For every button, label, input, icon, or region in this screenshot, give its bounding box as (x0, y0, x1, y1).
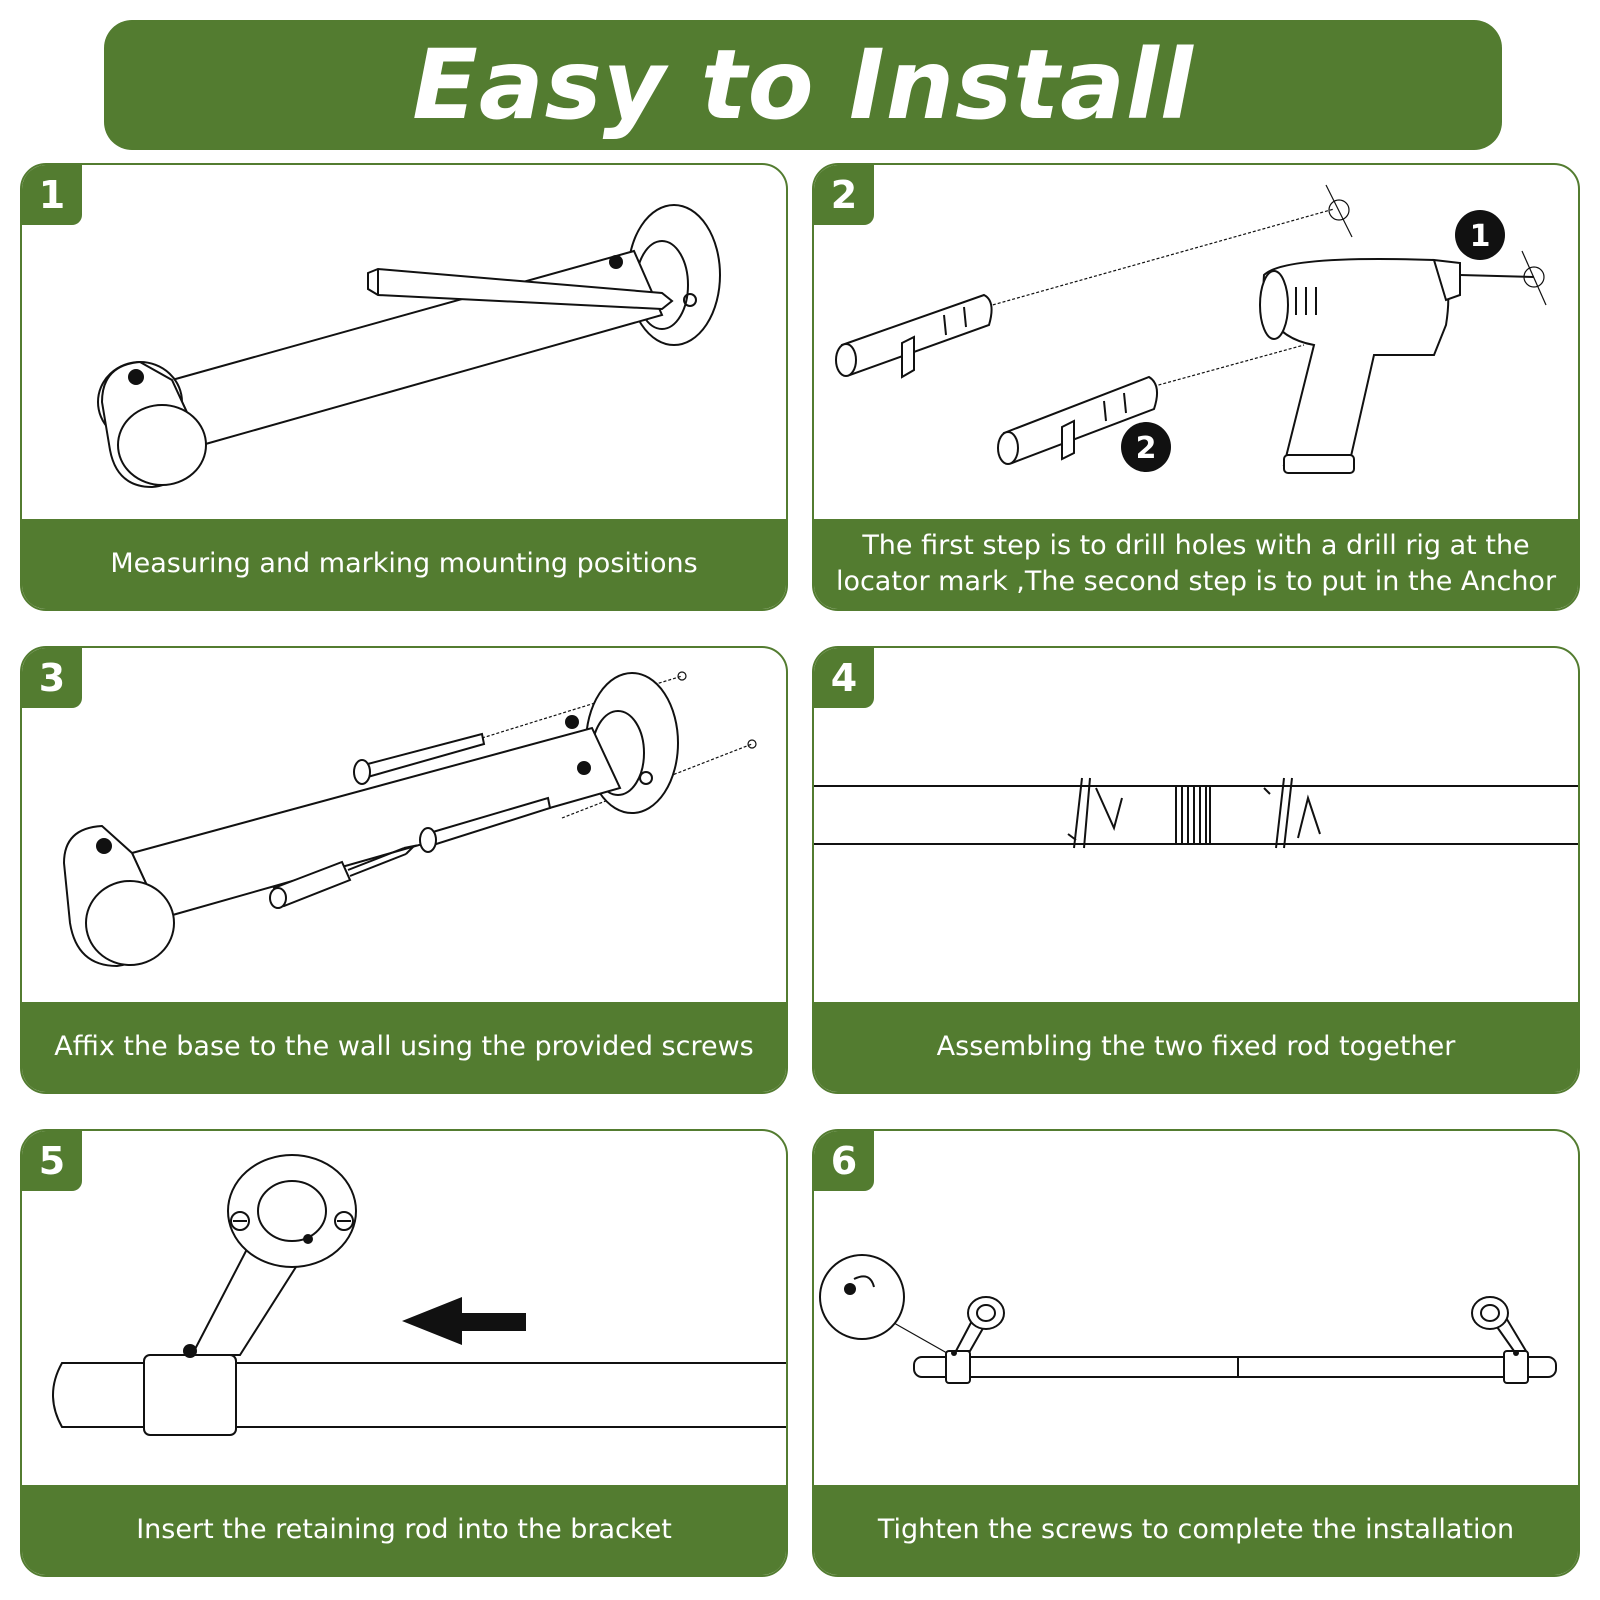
page-title: Easy to Install (412, 29, 1194, 141)
step-number-2: 2 (814, 165, 874, 225)
step-panel-2: 1 2 2 The first step is to drill holes w… (812, 163, 1580, 611)
step-caption-3: Affix the base to the wall using the pro… (22, 1002, 786, 1092)
anchor-marker-2: 2 (1136, 431, 1157, 466)
step-caption-5: Insert the retaining rod into the bracke… (22, 1485, 786, 1575)
step-caption-2: The first step is to drill holes with a … (814, 519, 1578, 609)
arrow-left-icon (52, 1154, 786, 1436)
step-panel-6: 6 Tighten the screws to complete the ins… (812, 1129, 1580, 1577)
drill-icon: 1 2 (835, 184, 1547, 474)
title-banner: Easy to Install (104, 20, 1502, 150)
step-number-3: 3 (22, 648, 82, 708)
step-number-4: 4 (814, 648, 874, 708)
curtain-rod-icon (819, 1254, 1557, 1384)
step-panel-5: 5 Insert the retaining rod into the brac… (20, 1129, 788, 1577)
screwdriver-icon (62, 671, 757, 968)
step-number-5: 5 (22, 1131, 82, 1191)
step-panel-4: 4 Assembling the two fixed rod together (812, 646, 1580, 1094)
rod-joint-icon (814, 777, 1578, 849)
step-number-6: 6 (814, 1131, 874, 1191)
bracket-icon (97, 204, 721, 489)
drill-marker-1: 1 (1470, 219, 1491, 254)
step-caption-6: Tighten the screws to complete the insta… (814, 1485, 1578, 1575)
step-caption-1: Measuring and marking mounting positions (22, 519, 786, 609)
step-panel-3: 3 Affix the base to the wall using the p… (20, 646, 788, 1094)
step-number-1: 1 (22, 165, 82, 225)
step-caption-4: Assembling the two fixed rod together (814, 1002, 1578, 1092)
step-panel-1: 1 Measuring and marking mounting positio… (20, 163, 788, 611)
